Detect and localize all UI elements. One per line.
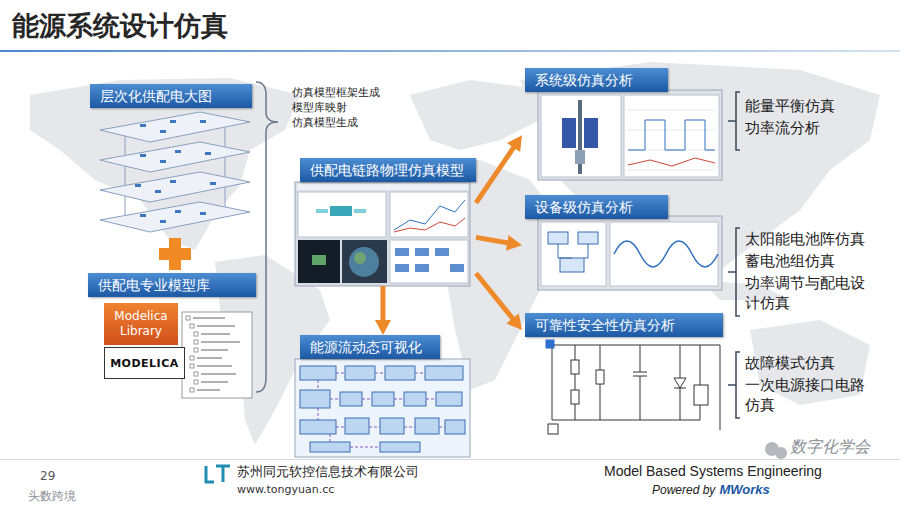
text-label: 仿真模型框架生成 bbox=[292, 86, 380, 101]
circuit-diagram bbox=[546, 340, 720, 434]
arrow-head bbox=[507, 135, 522, 152]
footer-band bbox=[0, 460, 900, 507]
device-screenshot bbox=[538, 216, 722, 290]
text-label: 头数跨境 bbox=[28, 488, 76, 504]
panel-banner: 系统级仿真分析 bbox=[525, 68, 668, 92]
analysis-panel: 系统级仿真分析 bbox=[522, 68, 722, 180]
arrow-head bbox=[506, 313, 522, 330]
text-label: www.tongyuan.cc bbox=[237, 483, 334, 498]
header-band bbox=[0, 0, 900, 50]
flow-arrow bbox=[476, 273, 522, 330]
footer-rule bbox=[0, 459, 900, 460]
flow-arrow bbox=[375, 286, 391, 335]
flow-screenshot bbox=[295, 359, 470, 457]
logo-box: MODELICA bbox=[104, 347, 185, 379]
text-label: Model Based Systems Engineering bbox=[604, 462, 822, 481]
list-bracket bbox=[728, 92, 740, 418]
node-label: MODELICA bbox=[110, 357, 179, 370]
panel-banner: 设备级仿真分析 bbox=[525, 195, 668, 219]
text-label: 太阳能电池阵仿真 bbox=[745, 229, 873, 249]
node-label: 可靠性安全性仿真分析 bbox=[535, 317, 675, 333]
group-brace bbox=[256, 82, 278, 392]
plus-sign bbox=[159, 238, 191, 270]
text-label: 数字化学会 bbox=[790, 436, 870, 458]
node-label: 设备级仿真分析 bbox=[535, 199, 633, 215]
flow-arrow bbox=[476, 235, 522, 251]
text-label: MWorks bbox=[719, 481, 769, 499]
text-label: Powered by bbox=[652, 482, 715, 498]
text-label: 能量平衡仿真 bbox=[745, 96, 835, 116]
section-banner: 层次化供配电大图 bbox=[90, 84, 252, 108]
library-tree bbox=[182, 312, 252, 398]
model-panel: 供配电链路物理仿真模型 bbox=[295, 158, 476, 286]
text-label: 故障模式仿真 bbox=[745, 353, 873, 373]
text-label: 功率流分析 bbox=[745, 118, 820, 138]
company-logo bbox=[206, 466, 230, 482]
header-rule bbox=[0, 50, 900, 52]
layer-stack bbox=[100, 112, 250, 232]
arrow-shaft bbox=[476, 237, 510, 243]
flow-arrow bbox=[476, 135, 522, 203]
wechat-icon bbox=[765, 442, 787, 459]
text-label: 一次电源接口电路仿真 bbox=[745, 375, 873, 416]
node-label: 能源流动态可视化 bbox=[310, 339, 422, 355]
text-label: 苏州同元软控信息技术有限公司 bbox=[237, 463, 419, 481]
node-label: 供配电链路物理仿真模型 bbox=[310, 162, 464, 178]
panel-banner: 可靠性安全性仿真分析 bbox=[525, 313, 723, 337]
visual-panel: 能源流动态可视化 bbox=[295, 335, 470, 457]
node-label: 供配电专业模型库 bbox=[98, 277, 210, 293]
analysis-panel: 设备级仿真分析 bbox=[522, 195, 722, 290]
text-label: 仿真模型生成 bbox=[292, 116, 358, 131]
panel-banner: 供配电链路物理仿真模型 bbox=[300, 158, 476, 182]
model-screenshot bbox=[295, 182, 470, 286]
text-label: 模型库映射 bbox=[292, 101, 347, 116]
arrow-head bbox=[375, 320, 391, 335]
arrow-shaft bbox=[380, 286, 385, 323]
arrow-head bbox=[506, 235, 522, 251]
library-box: Modelica Library bbox=[104, 303, 178, 345]
system-screenshot bbox=[538, 90, 722, 180]
panel-banner: 能源流动态可视化 bbox=[300, 335, 440, 359]
node-label: Modelica Library bbox=[108, 309, 174, 339]
arrow-shaft bbox=[476, 145, 515, 203]
text-label: 功率调节与配电设计仿真 bbox=[745, 273, 873, 314]
node-label: 层次化供配电大图 bbox=[100, 88, 212, 104]
slide-title: 能源系统设计仿真 bbox=[12, 8, 228, 44]
analysis-panel: 可靠性安全性仿真分析 bbox=[522, 313, 727, 435]
section-banner: 供配电专业模型库 bbox=[88, 273, 256, 297]
text-label: 蓄电池组仿真 bbox=[745, 251, 873, 271]
text-label: 29 bbox=[40, 468, 55, 484]
node-label: 系统级仿真分析 bbox=[535, 72, 633, 88]
arrow-shaft bbox=[476, 273, 514, 321]
